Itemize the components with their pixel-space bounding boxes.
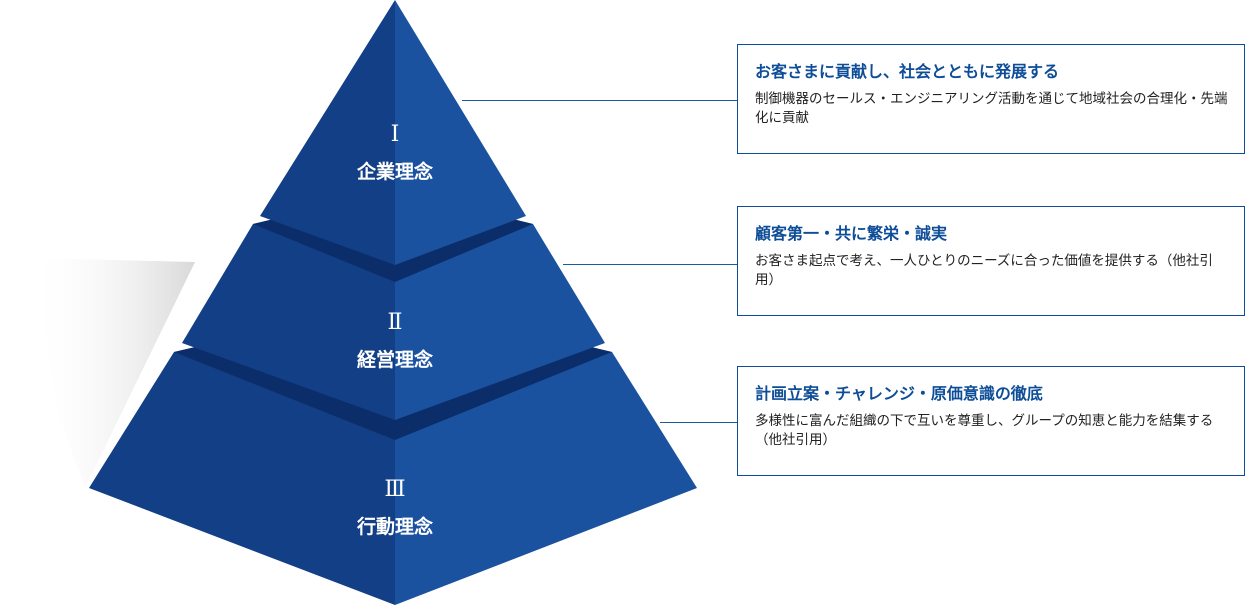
connector-line-3 <box>660 422 737 423</box>
info-box-2: 顧客第一・共に繁栄・誠実 お客さま起点で考え、一人ひとりのニーズに合った価値を提… <box>737 206 1245 316</box>
tier-2-numeral: Ⅱ <box>388 310 403 335</box>
pyramid-diagram: Ⅰ 企業理念 Ⅱ 経営理念 Ⅲ 行動理念 <box>30 0 697 605</box>
info-box-2-description: お客さま起点で考え、一人ひとりのニーズに合った価値を提供する（他社引用） <box>755 253 1213 288</box>
connector-line-2 <box>563 264 737 265</box>
info-box-3-title: 計画立案・チャレンジ・原価意識の徹底 <box>755 384 1043 403</box>
info-box-1-title: お客さまに貢献し、社会とともに発展する <box>755 62 1060 81</box>
info-box-2-title: 顧客第一・共に繁栄・誠実 <box>755 224 948 243</box>
info-box-1-description: 制御機器のセールス・エンジニアリング活動を通じて地域社会の合理化・先端化に貢献 <box>755 91 1228 126</box>
pyramid-tier-1 <box>260 0 526 265</box>
tier-1-left-face <box>260 0 395 265</box>
info-box-3: 計画立案・チャレンジ・原価意識の徹底 多様性に富んだ組織の下で互いを尊重し、グル… <box>737 366 1245 476</box>
tier-1-label: 企業理念 <box>356 160 433 183</box>
info-box-3-description: 多様性に富んだ組織の下で互いを尊重し、グループの知恵と能力を結集する（他社引用） <box>755 413 1214 448</box>
info-box-1: お客さまに貢献し、社会とともに発展する 制御機器のセールス・エンジニアリング活動… <box>737 44 1245 154</box>
tier-1-right-face <box>395 0 526 265</box>
tier-1-numeral: Ⅰ <box>391 122 400 147</box>
pyramid-shadow <box>30 258 195 488</box>
tier-2-label: 経営理念 <box>357 348 433 371</box>
tier-3-label: 行動理念 <box>356 515 433 538</box>
tier-3-numeral: Ⅲ <box>384 477 405 502</box>
connector-line-1 <box>462 100 737 101</box>
